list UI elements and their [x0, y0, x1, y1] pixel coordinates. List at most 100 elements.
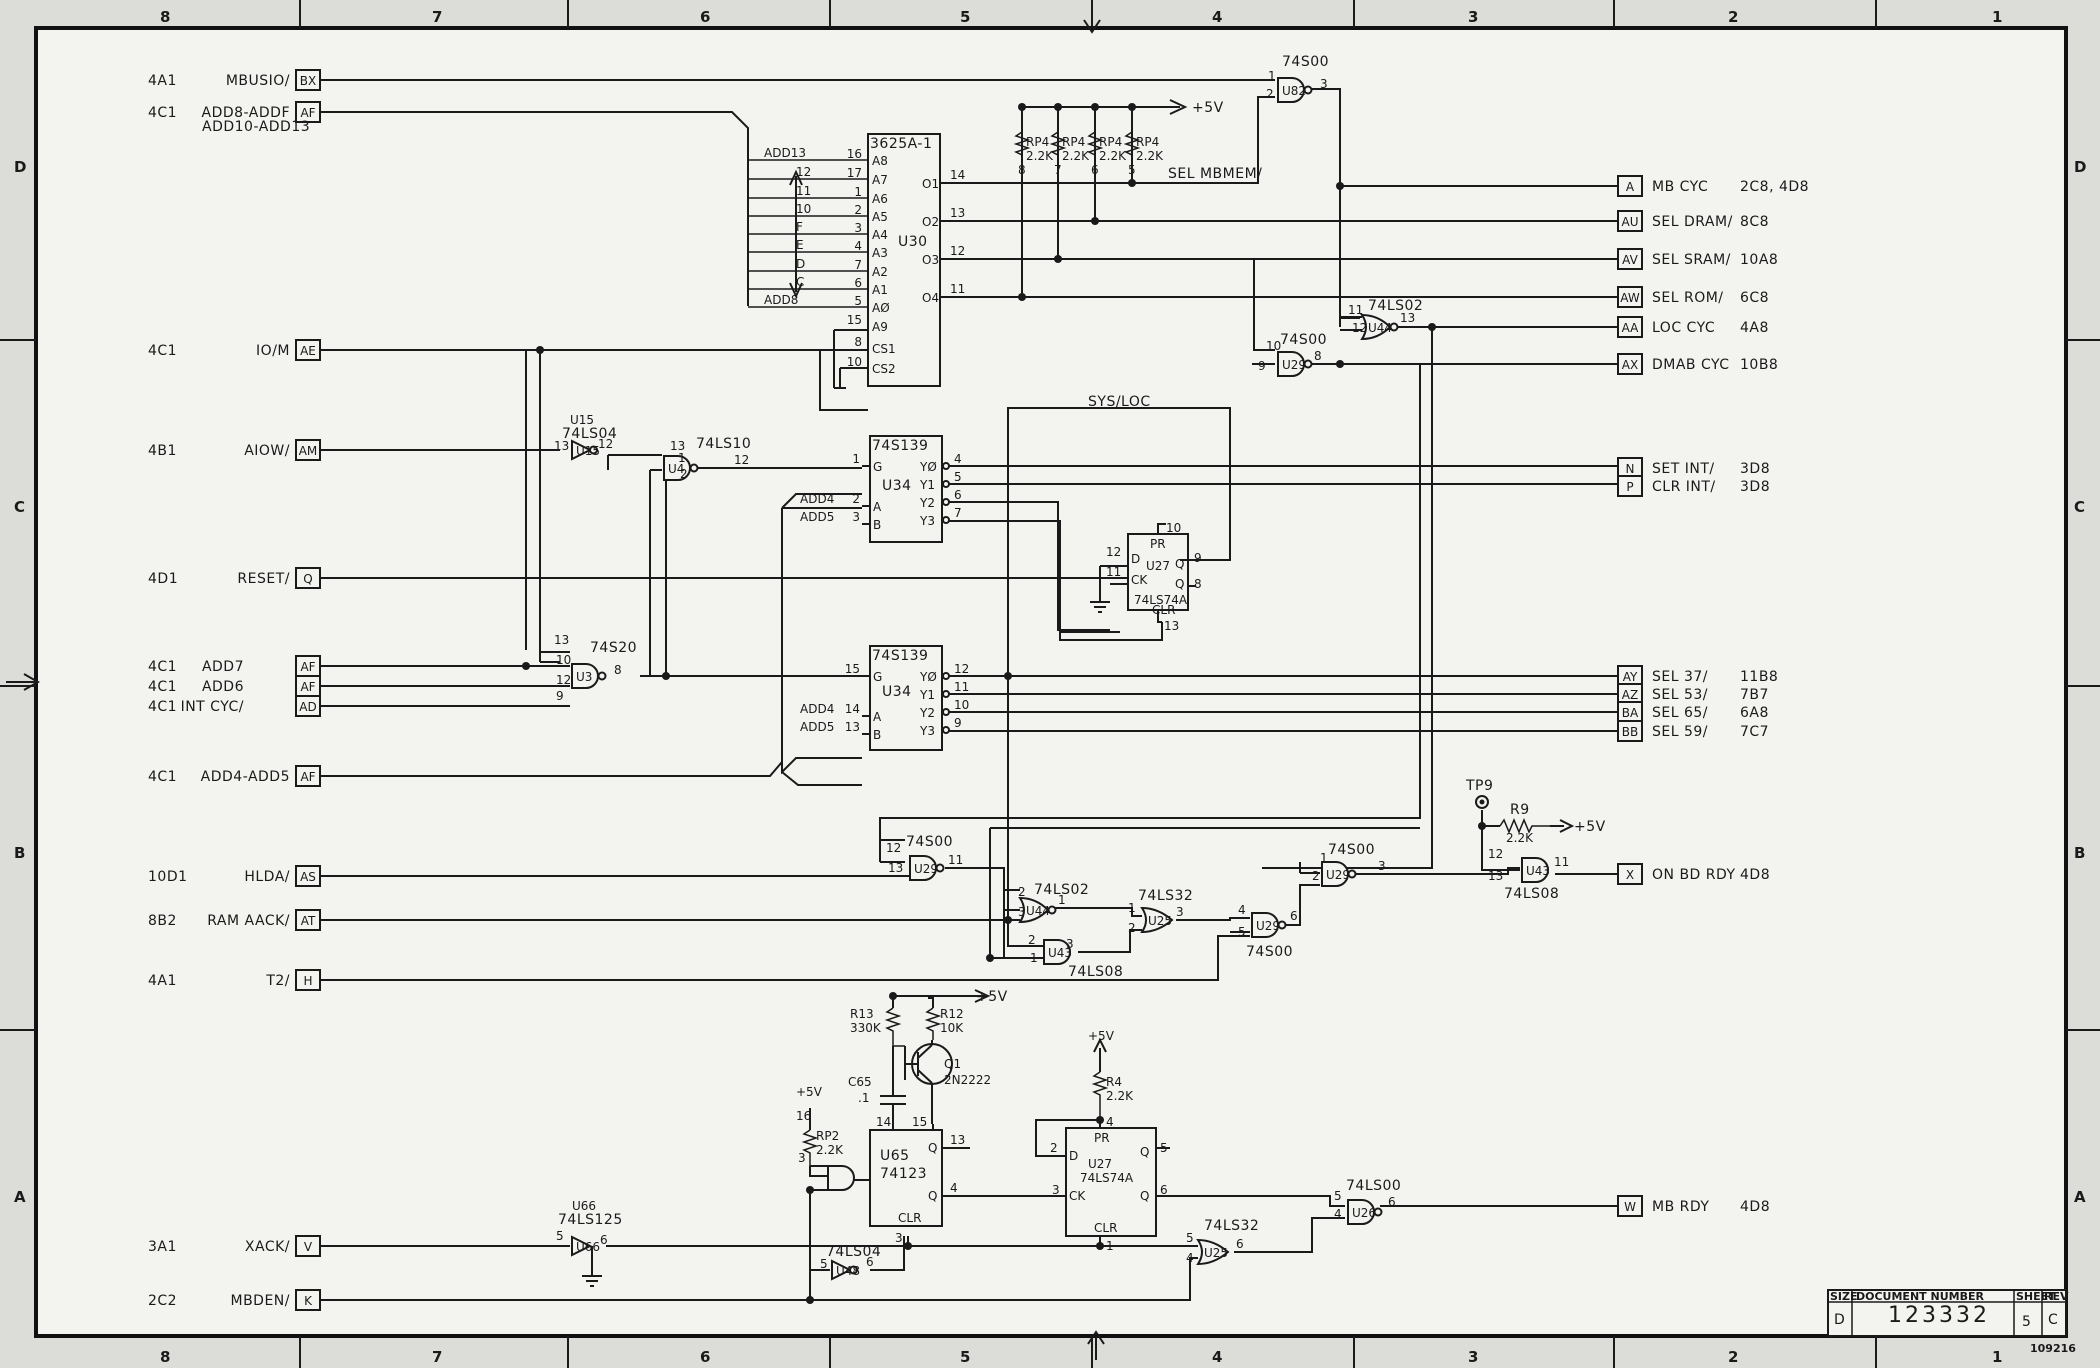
- zone-row-right: C: [2074, 498, 2085, 516]
- input-connector-id: K: [304, 1294, 313, 1308]
- input-connector-id: BX: [300, 74, 316, 88]
- svg-text:U34: U34: [882, 478, 912, 494]
- rom-address-label: 10: [796, 202, 811, 216]
- rom-out-pin: 14: [950, 168, 965, 182]
- gate-pin: 1: [1030, 951, 1038, 965]
- output-ref: 4D8: [1740, 867, 1770, 883]
- gate-ref: U29: [1326, 868, 1350, 882]
- rom-pin-number: 5: [854, 294, 862, 308]
- svg-text:PR: PR: [1150, 537, 1166, 551]
- gate-ref: U82: [1282, 84, 1306, 98]
- gate-pin: 5: [820, 1257, 828, 1271]
- svg-text:74S139: 74S139: [872, 648, 928, 664]
- gate-pin: 13: [670, 439, 685, 453]
- gate-ref: U15: [576, 444, 600, 458]
- output-connector-id: AU: [1622, 215, 1639, 229]
- gate-part: 74LS08: [1504, 886, 1559, 902]
- gate-pin: 3: [1378, 859, 1386, 873]
- rom-out-name: O4: [922, 291, 939, 305]
- decoder-out-pin: 11: [954, 680, 969, 694]
- input-signal-name: RESET/: [237, 571, 290, 587]
- gate-ref: U25: [1204, 1246, 1228, 1260]
- svg-text:CLR: CLR: [898, 1211, 921, 1225]
- rp4-pin: 7: [1054, 163, 1062, 177]
- rp4-value: 2.2K: [1136, 149, 1164, 163]
- gate-pin: 2: [1018, 885, 1026, 899]
- svg-text:15: 15: [912, 1115, 927, 1129]
- input-connector-id: V: [304, 1240, 313, 1254]
- rp4-name: RP4: [1136, 135, 1159, 149]
- gate-ref-u66: U66: [572, 1199, 596, 1213]
- junction-dots: [522, 103, 1489, 1304]
- output-signal-name: SEL 37/: [1652, 669, 1708, 685]
- rom-address-label: ADD8: [764, 293, 798, 307]
- gate-ref: U26: [1352, 1206, 1376, 1220]
- svg-text:Q: Q: [1175, 557, 1184, 571]
- gate-pin: 4: [1334, 1207, 1342, 1221]
- decoder-in-name: G: [873, 460, 882, 474]
- gate-part: 74LS02: [1368, 298, 1423, 314]
- rom-address-label: D: [796, 257, 805, 271]
- rom-out-pin: 12: [950, 244, 965, 258]
- output-ref: 2C8, 4D8: [1740, 179, 1809, 195]
- decoder-out-pin: 12: [954, 662, 969, 676]
- input-ref: 8B2: [148, 913, 177, 929]
- input-signal-name: ADD7: [202, 659, 244, 675]
- svg-text:.1: .1: [858, 1091, 869, 1105]
- zone-row-left: D: [14, 158, 26, 176]
- output-signal-name: SET INT/: [1652, 461, 1715, 477]
- svg-text:16: 16: [796, 1109, 811, 1123]
- gate-pin: 13: [554, 633, 569, 647]
- output-connector-id: AZ: [1622, 688, 1638, 702]
- output-signal-name: SEL ROM/: [1652, 290, 1724, 306]
- gate-part: 74LS10: [696, 436, 751, 452]
- gate-pin: 1: [1058, 893, 1066, 907]
- decoder-out-name: Y1: [919, 478, 935, 492]
- decoder-out-bubble: [942, 516, 950, 524]
- decoder-out-pin: 6: [954, 488, 962, 502]
- rp4-name: RP4: [1026, 135, 1049, 149]
- gate-ref: U44: [1368, 321, 1392, 335]
- svg-text:12: 12: [1106, 545, 1121, 559]
- gate-pin: 11: [948, 853, 963, 867]
- svg-text:4: 4: [950, 1181, 958, 1195]
- gate-part: 74LS32: [1138, 888, 1193, 904]
- svg-text:Q: Q: [1140, 1189, 1149, 1203]
- gate-ref: U29: [1282, 358, 1306, 372]
- output-ref: 10B8: [1740, 357, 1778, 373]
- component-labels: TP9 R9 2.2K +5V R13 330K R12 10K +5V Q1 …: [796, 778, 1605, 1165]
- svg-text:1: 1: [1106, 1239, 1114, 1253]
- gate-ref: U48: [836, 1264, 860, 1278]
- rom-pin-name: A7: [872, 173, 888, 187]
- gate-pin: 13: [554, 439, 569, 453]
- decoder-in-name: G: [873, 670, 882, 684]
- decoder-in-name: A: [873, 500, 882, 514]
- zone-col-top: 1: [1992, 8, 2002, 26]
- gate-pin: 2: [1028, 933, 1036, 947]
- rom-address-label: 12: [796, 165, 811, 179]
- gate-pin: 11: [1554, 855, 1569, 869]
- rp4-resistor: [1086, 107, 1104, 183]
- gate-pin: 12: [734, 453, 749, 467]
- zone-row-left: C: [14, 498, 25, 516]
- input-signal-extra-label: ADD10-ADD13: [202, 119, 310, 135]
- title-block: SIZE DOCUMENT NUMBER SHEET REV D 123332 …: [1827, 1289, 2076, 1355]
- decoder-out-bubble: [942, 726, 950, 734]
- gate-pin: 4: [1186, 1251, 1194, 1265]
- gate-pin: 6: [1290, 909, 1298, 923]
- input-connector-id: AE: [300, 344, 316, 358]
- output-ref: 7B7: [1740, 687, 1769, 703]
- svg-text:C: C: [2048, 1312, 2058, 1328]
- input-ref: 3A1: [148, 1239, 177, 1255]
- rp4-resistor: [1013, 107, 1031, 183]
